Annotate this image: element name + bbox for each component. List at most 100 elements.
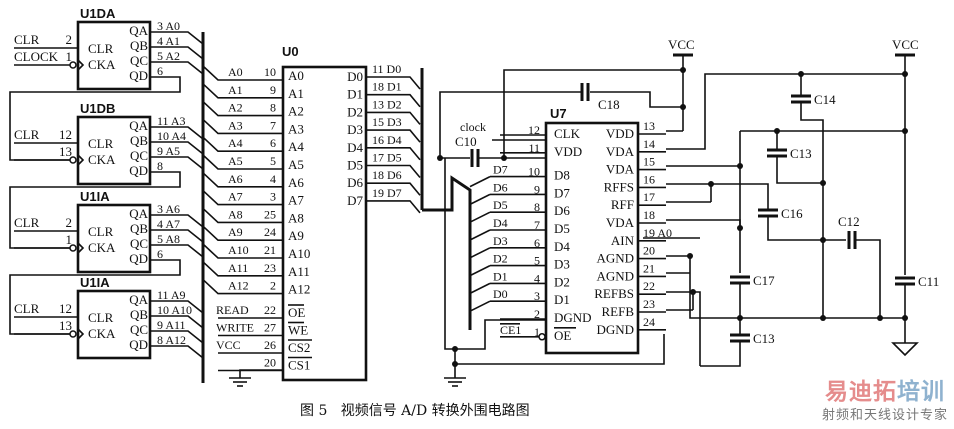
capacitor-label: C13 (753, 331, 775, 346)
address-pin-a7: A7 (288, 193, 304, 208)
adc-data-bus-entry (469, 264, 491, 277)
address-pin-number: 3 (270, 190, 276, 204)
control-net-label: WRITE (216, 321, 254, 335)
clr-pin-number: 2 (66, 32, 73, 47)
pin-label-qd: QD (129, 68, 148, 83)
adc-right-pin-vda: VDA (606, 144, 635, 159)
counter-name: U1IA (80, 189, 110, 204)
clr-net-label: CLR (14, 301, 40, 316)
address-pin-a11: A11 (288, 264, 310, 279)
capacitor-label: C12 (838, 214, 860, 229)
address-pin-number: 7 (270, 118, 276, 132)
address-wire (202, 172, 283, 188)
control-pin-number: 22 (264, 303, 276, 317)
pin-label-cka: CKA (88, 152, 116, 167)
data-net-label: 17 D5 (372, 151, 402, 165)
address-pin-a8: A8 (288, 210, 304, 225)
pin-label-qa: QA (129, 23, 148, 38)
adc-data-bus-entry (469, 175, 491, 188)
control-pin-number: 26 (264, 338, 276, 352)
data-net-label: 19 D7 (372, 186, 402, 200)
clk-pin-number: 1 (66, 232, 73, 247)
c18-wire (439, 91, 582, 158)
output-to-bus-wire (150, 330, 204, 344)
oe-invert-bubble (538, 333, 546, 341)
output-pin-label: 8 (157, 159, 163, 173)
adc-left-pin-d4: D4 (554, 239, 570, 254)
cascade-wire (9, 171, 181, 249)
output-to-bus-wire (150, 61, 204, 75)
capacitor-c13: C13 (730, 331, 775, 346)
adc-chip-u7: U7CLK12VDD11D810D7D79D6D68D5D57D4D46D3D3… (444, 106, 672, 387)
address-pin-a0: A0 (288, 68, 304, 83)
c18-wire (590, 91, 683, 108)
output-pin-label: 4 A7 (157, 217, 180, 231)
address-pin-number: 4 (270, 172, 276, 186)
counter-name: U1DB (80, 101, 115, 116)
control-pin-we: WE (288, 323, 308, 338)
junction-dot (820, 315, 826, 321)
data-pin-d0: D0 (347, 69, 363, 84)
pin-label-clr: CLR (88, 136, 114, 151)
adc-right-pin-number: 21 (643, 261, 655, 275)
data-wire (366, 129, 421, 143)
adc-left-pin-number: 5 (534, 254, 540, 268)
output-pin-label: 3 A6 (157, 202, 180, 216)
c13b-wire (700, 341, 741, 367)
adc-right-pin-refb: REFB (601, 304, 634, 319)
adc-left-pin-number: 8 (534, 200, 540, 214)
clock-edge-icon (77, 154, 85, 166)
clk-pin-number: 1 (66, 49, 73, 64)
cascade-wire (9, 76, 181, 161)
c14-wire (800, 102, 824, 320)
adc-right-pin-number: 19 A0 (643, 226, 672, 240)
data-wire (366, 147, 421, 161)
address-wire (202, 207, 283, 224)
pin-label-clr: CLR (88, 41, 114, 56)
adc-body (544, 121, 640, 355)
address-pin-number: 23 (264, 261, 276, 275)
cs1-ground-wire (239, 369, 283, 378)
output-pin-label: 6 (157, 247, 163, 261)
c16-wire (767, 216, 846, 241)
address-wire (202, 225, 283, 241)
capacitor-c13: C13 (767, 146, 812, 161)
junction-dot (737, 163, 743, 169)
adc-right-pin-number: 22 (643, 279, 655, 293)
adc-left-pin-number: 10 (528, 165, 540, 179)
address-net-label: A7 (228, 190, 243, 204)
address-wire (202, 243, 283, 259)
clr-net-label: CLR (14, 215, 40, 230)
address-pin-number: 24 (264, 225, 276, 239)
pin-label-qc: QC (130, 148, 148, 163)
junction-dot (877, 315, 883, 321)
adc-left-pin-d6: D6 (554, 203, 570, 218)
data-wire (366, 164, 421, 179)
adc-right-pin-vdd: VDD (606, 126, 634, 141)
adc-right-pin-rff: RFF (611, 197, 634, 212)
address-wire (202, 279, 283, 295)
watermark-tagline: 射频和天线设计专家 (821, 408, 948, 423)
watermark-brand-blue: 培训 (896, 379, 945, 405)
figure-title: 视频信号 A/D 转换外围电路图 (340, 403, 530, 419)
pin-label-qb: QB (130, 38, 148, 53)
output-to-bus-wire (150, 229, 204, 243)
ground-icon (444, 377, 466, 387)
address-wire (202, 83, 283, 99)
adc-data-bus-entry (469, 193, 491, 206)
ce1-net-label: CE1 (500, 323, 521, 337)
control-net-label: VCC (216, 338, 241, 352)
output-to-bus-wire (150, 214, 204, 228)
data-pin-d7: D7 (347, 193, 363, 208)
output-pin-label: 11 A3 (157, 114, 186, 128)
output-to-bus-wire (150, 31, 204, 45)
address-pin-a4: A4 (288, 139, 304, 154)
adc-right-pin-number: 20 (643, 244, 655, 258)
pin-label-qc: QC (130, 53, 148, 68)
adc-data-bus-entry (469, 229, 491, 241)
capacitor-label: C16 (781, 206, 803, 221)
vda14-wire (666, 73, 905, 150)
